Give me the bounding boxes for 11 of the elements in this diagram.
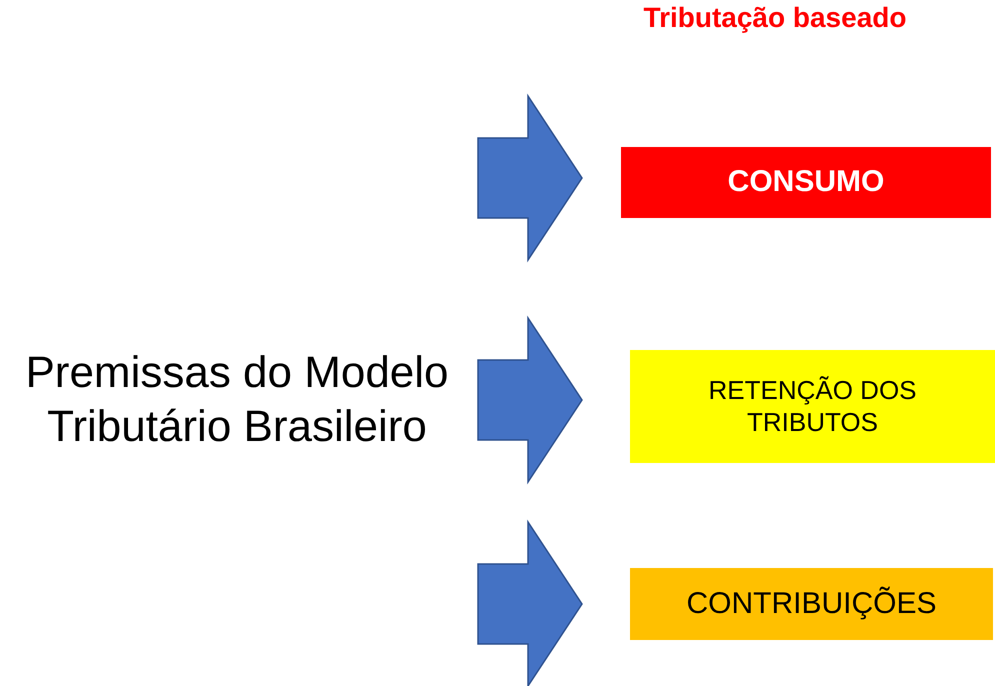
- box-label: CONTRIBUIÇÕES: [685, 586, 938, 622]
- box-label: RETENÇÃO DOS TRIBUTOS: [707, 374, 918, 438]
- category-box: [630, 350, 995, 463]
- box-label: CONSUMO: [726, 164, 886, 200]
- block-arrow: [477, 520, 583, 686]
- heading: Tributação baseado: [642, 2, 908, 34]
- topic-text: Premissas do Modelo Tributário Brasileiro: [2, 310, 472, 490]
- category-box: [630, 568, 993, 640]
- category-box: [621, 147, 991, 218]
- block-arrow: [477, 94, 583, 262]
- block-arrow: [477, 316, 583, 484]
